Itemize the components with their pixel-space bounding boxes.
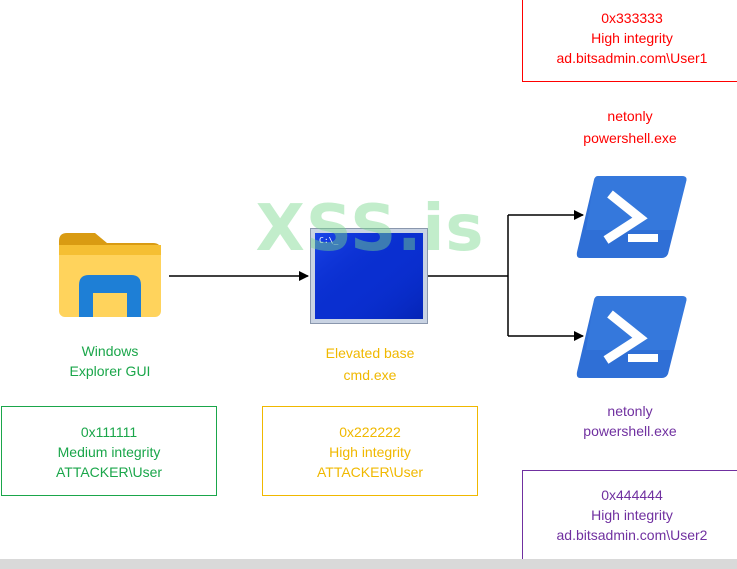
ps-bottom-label-line1: netonly <box>607 403 653 419</box>
explorer-label-line2: Explorer GUI <box>69 363 151 379</box>
cmd-label-line1: Elevated base <box>325 345 415 361</box>
footer-bar <box>0 559 737 569</box>
ps-bottom-user: ad.bitsadmin.com\User2 <box>556 527 708 543</box>
explorer-token-box: 0x111111 Medium integrity ATTACKER\User <box>1 406 217 496</box>
cmd-label-line2: cmd.exe <box>343 367 397 383</box>
cmd-window-icon: C:\_ <box>310 228 428 324</box>
ps-top-token-id: 0x333333 <box>601 10 663 26</box>
ps-top-user: ad.bitsadmin.com\User1 <box>556 50 708 66</box>
ps-bottom-label: netonly powershell.exe <box>555 401 705 441</box>
powershell-icon <box>576 176 687 258</box>
cmd-user: ATTACKER\User <box>316 464 424 480</box>
ps-bottom-integrity: High integrity <box>591 507 673 523</box>
explorer-integrity: Medium integrity <box>57 444 161 460</box>
ps-bottom-label-line2: powershell.exe <box>583 423 677 439</box>
cmd-token-id: 0x222222 <box>339 424 401 440</box>
ps-bottom-token-box: 0x444444 High integrity ad.bitsadmin.com… <box>522 470 737 560</box>
svg-text:C:\_: C:\_ <box>319 236 338 245</box>
cmd-integrity: High integrity <box>329 444 411 460</box>
folder-icon <box>59 233 161 317</box>
cmd-label: Elevated base cmd.exe <box>290 342 450 386</box>
ps-top-label-line1: netonly <box>607 108 653 124</box>
ps-top-label-line2: powershell.exe <box>583 130 677 146</box>
ps-bottom-token-id: 0x444444 <box>601 487 663 503</box>
explorer-user: ATTACKER\User <box>55 464 163 480</box>
ps-top-token-box: 0x333333 High integrity ad.bitsadmin.com… <box>522 0 737 82</box>
explorer-label: Windows Explorer GUI <box>40 341 180 381</box>
explorer-label-line1: Windows <box>81 343 139 359</box>
ps-top-integrity: High integrity <box>591 30 673 46</box>
explorer-token-id: 0x111111 <box>80 424 138 440</box>
powershell-icon <box>576 296 687 378</box>
ps-top-label: netonly powershell.exe <box>555 105 705 149</box>
cmd-token-box: 0x222222 High integrity ATTACKER\User <box>262 406 478 496</box>
